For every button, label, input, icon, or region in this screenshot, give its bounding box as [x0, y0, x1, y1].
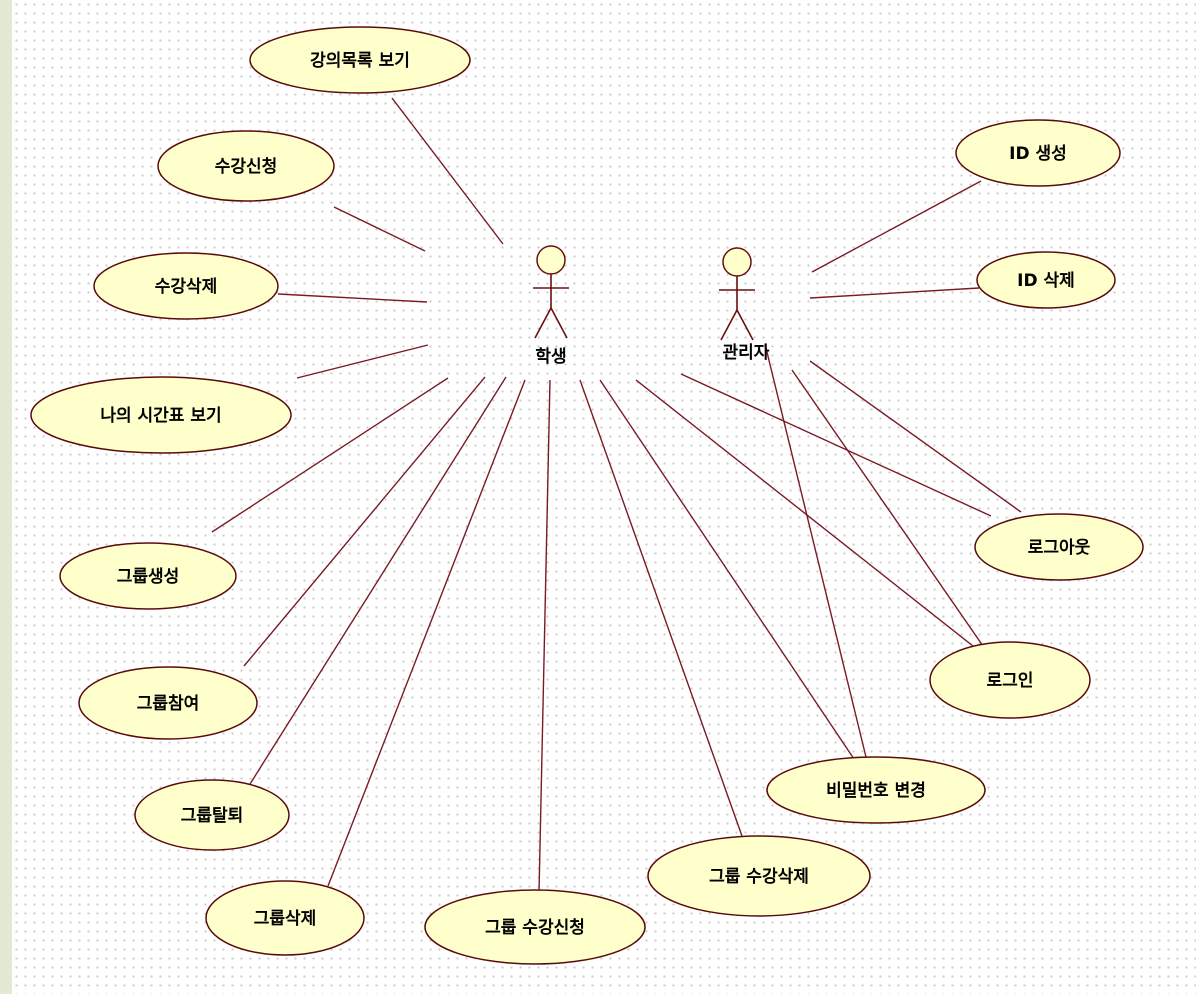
use-case-label: 비밀번호 변경	[826, 780, 926, 801]
association-admin-uc_id_create	[811, 180, 982, 273]
use-case-label: 그룹탈퇴	[181, 805, 244, 826]
use-case-ellipse[interactable]	[249, 26, 471, 94]
actor-left-leg	[534, 307, 552, 339]
use-case-ellipse[interactable]	[30, 376, 292, 454]
actor-left-leg	[720, 309, 738, 341]
use-case-uc-logout[interactable]: 로그아웃	[974, 513, 1144, 581]
use-case-uc-group-create[interactable]: 그룹생성	[59, 542, 237, 610]
use-case-uc-id-create[interactable]: ID 생성	[955, 119, 1121, 187]
actor-right-leg	[550, 307, 568, 339]
actor-head	[536, 245, 566, 275]
use-case-ellipse[interactable]	[205, 880, 365, 956]
use-case-ellipse[interactable]	[59, 542, 237, 610]
association-lines	[211, 97, 1022, 894]
association-student-uc_enroll	[333, 206, 426, 252]
association-student-uc_group_drop	[579, 379, 743, 837]
use-case-uc-group-join[interactable]: 그룹참여	[78, 666, 258, 740]
use-case-ellipse[interactable]	[157, 130, 335, 202]
use-case-uc-group-leave[interactable]: 그룹탈퇴	[134, 779, 290, 851]
actor-head	[722, 247, 752, 277]
use-case-ellipse[interactable]	[974, 513, 1144, 581]
actor-right-leg	[736, 309, 754, 341]
use-case-uc-id-delete[interactable]: ID 삭제	[976, 251, 1116, 309]
association-student-uc_timetable	[296, 344, 429, 379]
actor-label: 학생	[535, 347, 566, 367]
use-case-ellipse[interactable]	[134, 779, 290, 851]
use-case-ellipse[interactable]	[955, 119, 1121, 187]
use-case-ellipse[interactable]	[766, 756, 986, 824]
use-case-uc-password[interactable]: 비밀번호 변경	[766, 756, 986, 824]
association-student-uc_drop	[277, 293, 428, 303]
association-student-uc_group_delete	[327, 379, 526, 887]
use-case-ellipse[interactable]	[93, 252, 279, 320]
use-case-label: 로그인	[987, 671, 1034, 691]
association-student-uc_course_list	[391, 97, 504, 245]
association-admin-uc_id_delete	[809, 287, 980, 299]
use-case-uc-login[interactable]: 로그인	[929, 641, 1091, 719]
use-case-label: 수강삭제	[155, 277, 218, 297]
use-case-ellipse[interactable]	[647, 835, 871, 917]
use-case-ellipse[interactable]	[929, 641, 1091, 719]
use-case-uc-drop[interactable]: 수강삭제	[93, 252, 279, 320]
use-case-label: 그룹참여	[137, 693, 200, 714]
use-case-uc-timetable[interactable]: 나의 시간표 보기	[30, 376, 292, 454]
association-student-uc_group_enroll	[538, 379, 551, 894]
actor-label: 관리자	[723, 343, 770, 363]
use-case-ellipse[interactable]	[976, 251, 1116, 309]
use-case-uc-group-enroll[interactable]: 그룹 수강신청	[424, 889, 646, 965]
use-case-ellipse[interactable]	[78, 666, 258, 740]
association-student-uc_group_leave	[249, 376, 507, 785]
use-case-uc-enroll[interactable]: 수강신청	[157, 130, 335, 202]
association-student-uc_password	[599, 379, 857, 763]
association-admin-uc_logout	[809, 360, 1022, 513]
use-case-uc-course-list[interactable]: 강의목록 보기	[249, 26, 471, 94]
actors: 학생 관리자	[533, 245, 770, 367]
association-student-uc_logout	[680, 373, 992, 517]
use-case-label: 그룹생성	[117, 567, 180, 587]
use-case-label: ID 생성	[1009, 144, 1067, 164]
association-admin-uc_login	[791, 369, 984, 647]
use-case-label: ID 삭제	[1017, 271, 1075, 291]
use-case-uc-group-delete[interactable]: 그룹삭제	[205, 880, 365, 956]
use-case-label: 그룹삭제	[254, 909, 317, 929]
use-case-label: 강의목록 보기	[310, 51, 410, 71]
association-student-uc_group_join	[243, 376, 486, 667]
canvas-left-border	[0, 0, 12, 994]
use-case-label: 나의 시간표 보기	[100, 406, 221, 426]
use-case-uc-group-drop[interactable]: 그룹 수강삭제	[647, 835, 871, 917]
association-admin-uc_password	[764, 343, 867, 758]
use-case-label: 로그아웃	[1028, 538, 1091, 558]
use-case-label: 수강신청	[215, 156, 278, 177]
use-case-label: 그룹 수강삭제	[709, 867, 809, 887]
use-case-label: 그룹 수강신청	[485, 917, 585, 938]
use-case-ellipse[interactable]	[424, 889, 646, 965]
actor-student: 학생	[533, 245, 569, 367]
actor-admin: 관리자	[719, 247, 770, 363]
association-student-uc_group_create	[211, 377, 449, 533]
